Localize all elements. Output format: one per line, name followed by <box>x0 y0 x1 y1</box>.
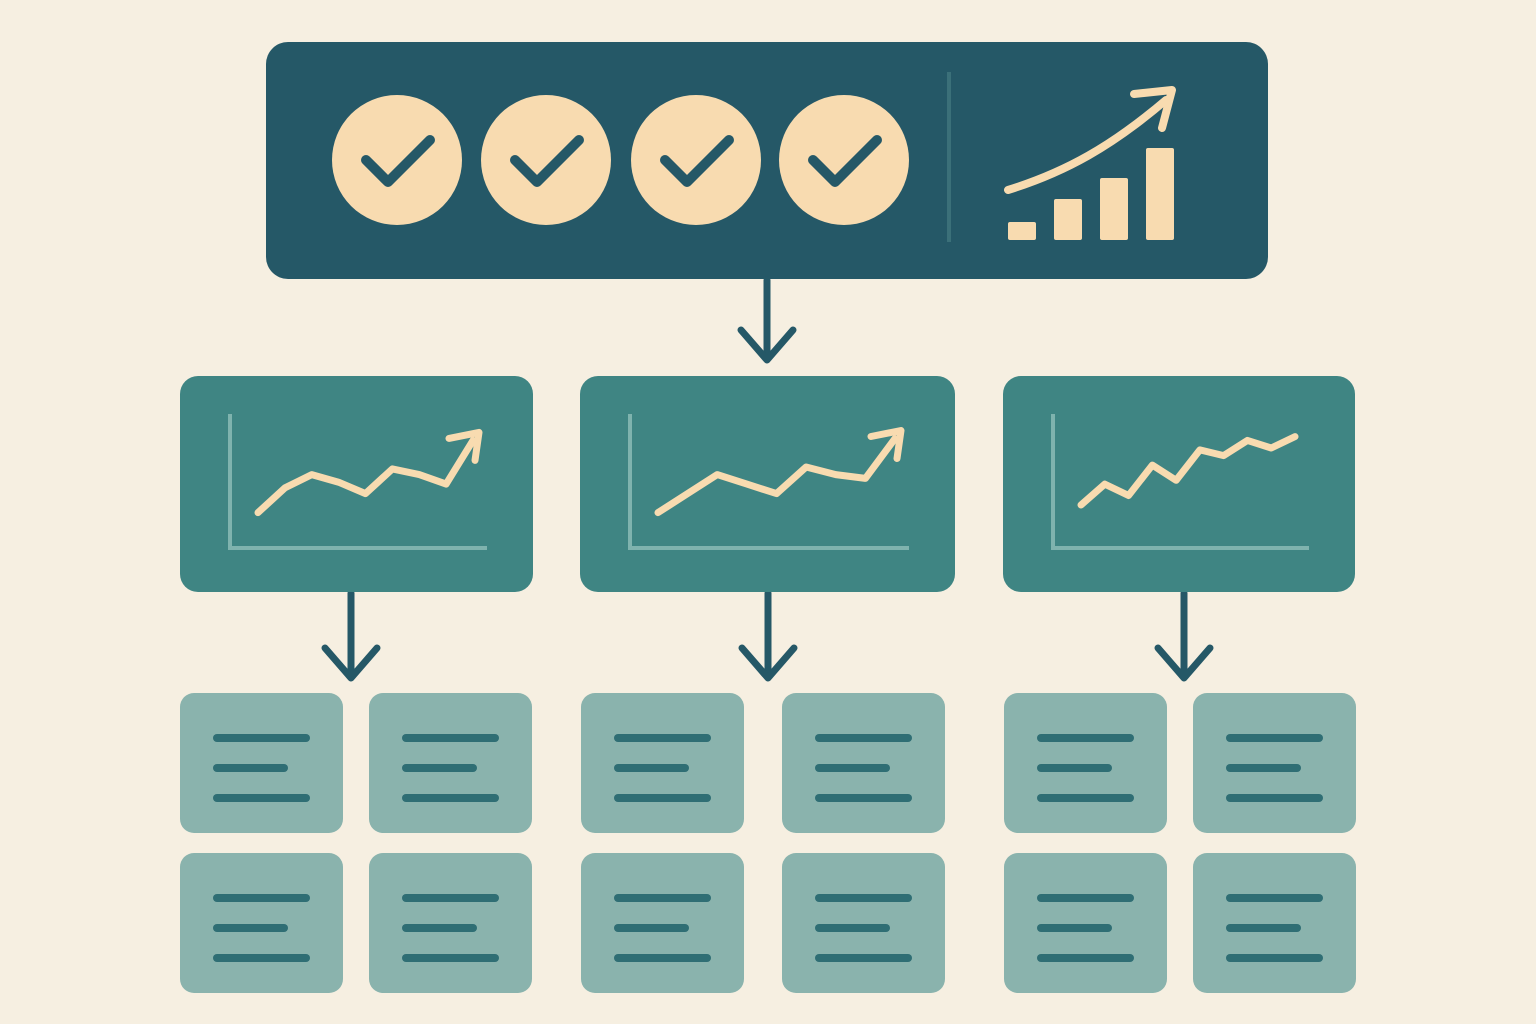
document-lines-icon <box>815 894 912 962</box>
document-card <box>782 693 945 833</box>
document-card <box>1004 853 1167 993</box>
summary-panel <box>266 42 1268 279</box>
trend-line <box>254 436 477 517</box>
document-lines-icon <box>402 734 499 802</box>
document-card <box>180 853 343 993</box>
document-lines-icon <box>1226 734 1323 802</box>
arrowhead <box>445 428 483 464</box>
check-circle-icon <box>779 95 909 225</box>
document-card <box>782 853 945 993</box>
arrow-down-icon <box>321 589 381 682</box>
document-card <box>180 693 343 833</box>
document-card <box>581 693 744 833</box>
check-circle-icon <box>631 95 761 225</box>
document-card <box>1193 853 1356 993</box>
document-lines-icon <box>213 894 310 962</box>
document-card <box>1193 693 1356 833</box>
trend-line <box>1077 433 1299 509</box>
arrow-down-icon <box>1154 589 1214 682</box>
arrowhead <box>867 427 905 462</box>
document-lines-icon <box>402 894 499 962</box>
trend-line <box>654 435 899 517</box>
document-lines-icon <box>1226 894 1323 962</box>
chart-panel <box>1003 376 1355 592</box>
check-circle-icon <box>332 95 462 225</box>
document-card <box>581 853 744 993</box>
document-lines-icon <box>1037 734 1134 802</box>
chart-panel <box>180 376 533 592</box>
bar-chart-growth-icon <box>1004 86 1176 240</box>
document-lines-icon <box>815 734 912 802</box>
document-card <box>369 853 532 993</box>
document-lines-icon <box>1037 894 1134 962</box>
document-card <box>1004 693 1167 833</box>
line-chart-icon <box>1051 414 1309 550</box>
arrow-down-icon <box>737 276 797 364</box>
document-lines-icon <box>614 734 711 802</box>
line-chart-icon <box>228 414 487 550</box>
line-chart-icon <box>628 414 909 550</box>
check-circle-icon <box>481 95 611 225</box>
summary-panel-graphics <box>332 72 1176 242</box>
arrow-down-icon <box>738 589 798 682</box>
document-card <box>369 693 532 833</box>
document-lines-icon <box>614 894 711 962</box>
document-lines-icon <box>213 734 310 802</box>
chart-panel <box>580 376 955 592</box>
